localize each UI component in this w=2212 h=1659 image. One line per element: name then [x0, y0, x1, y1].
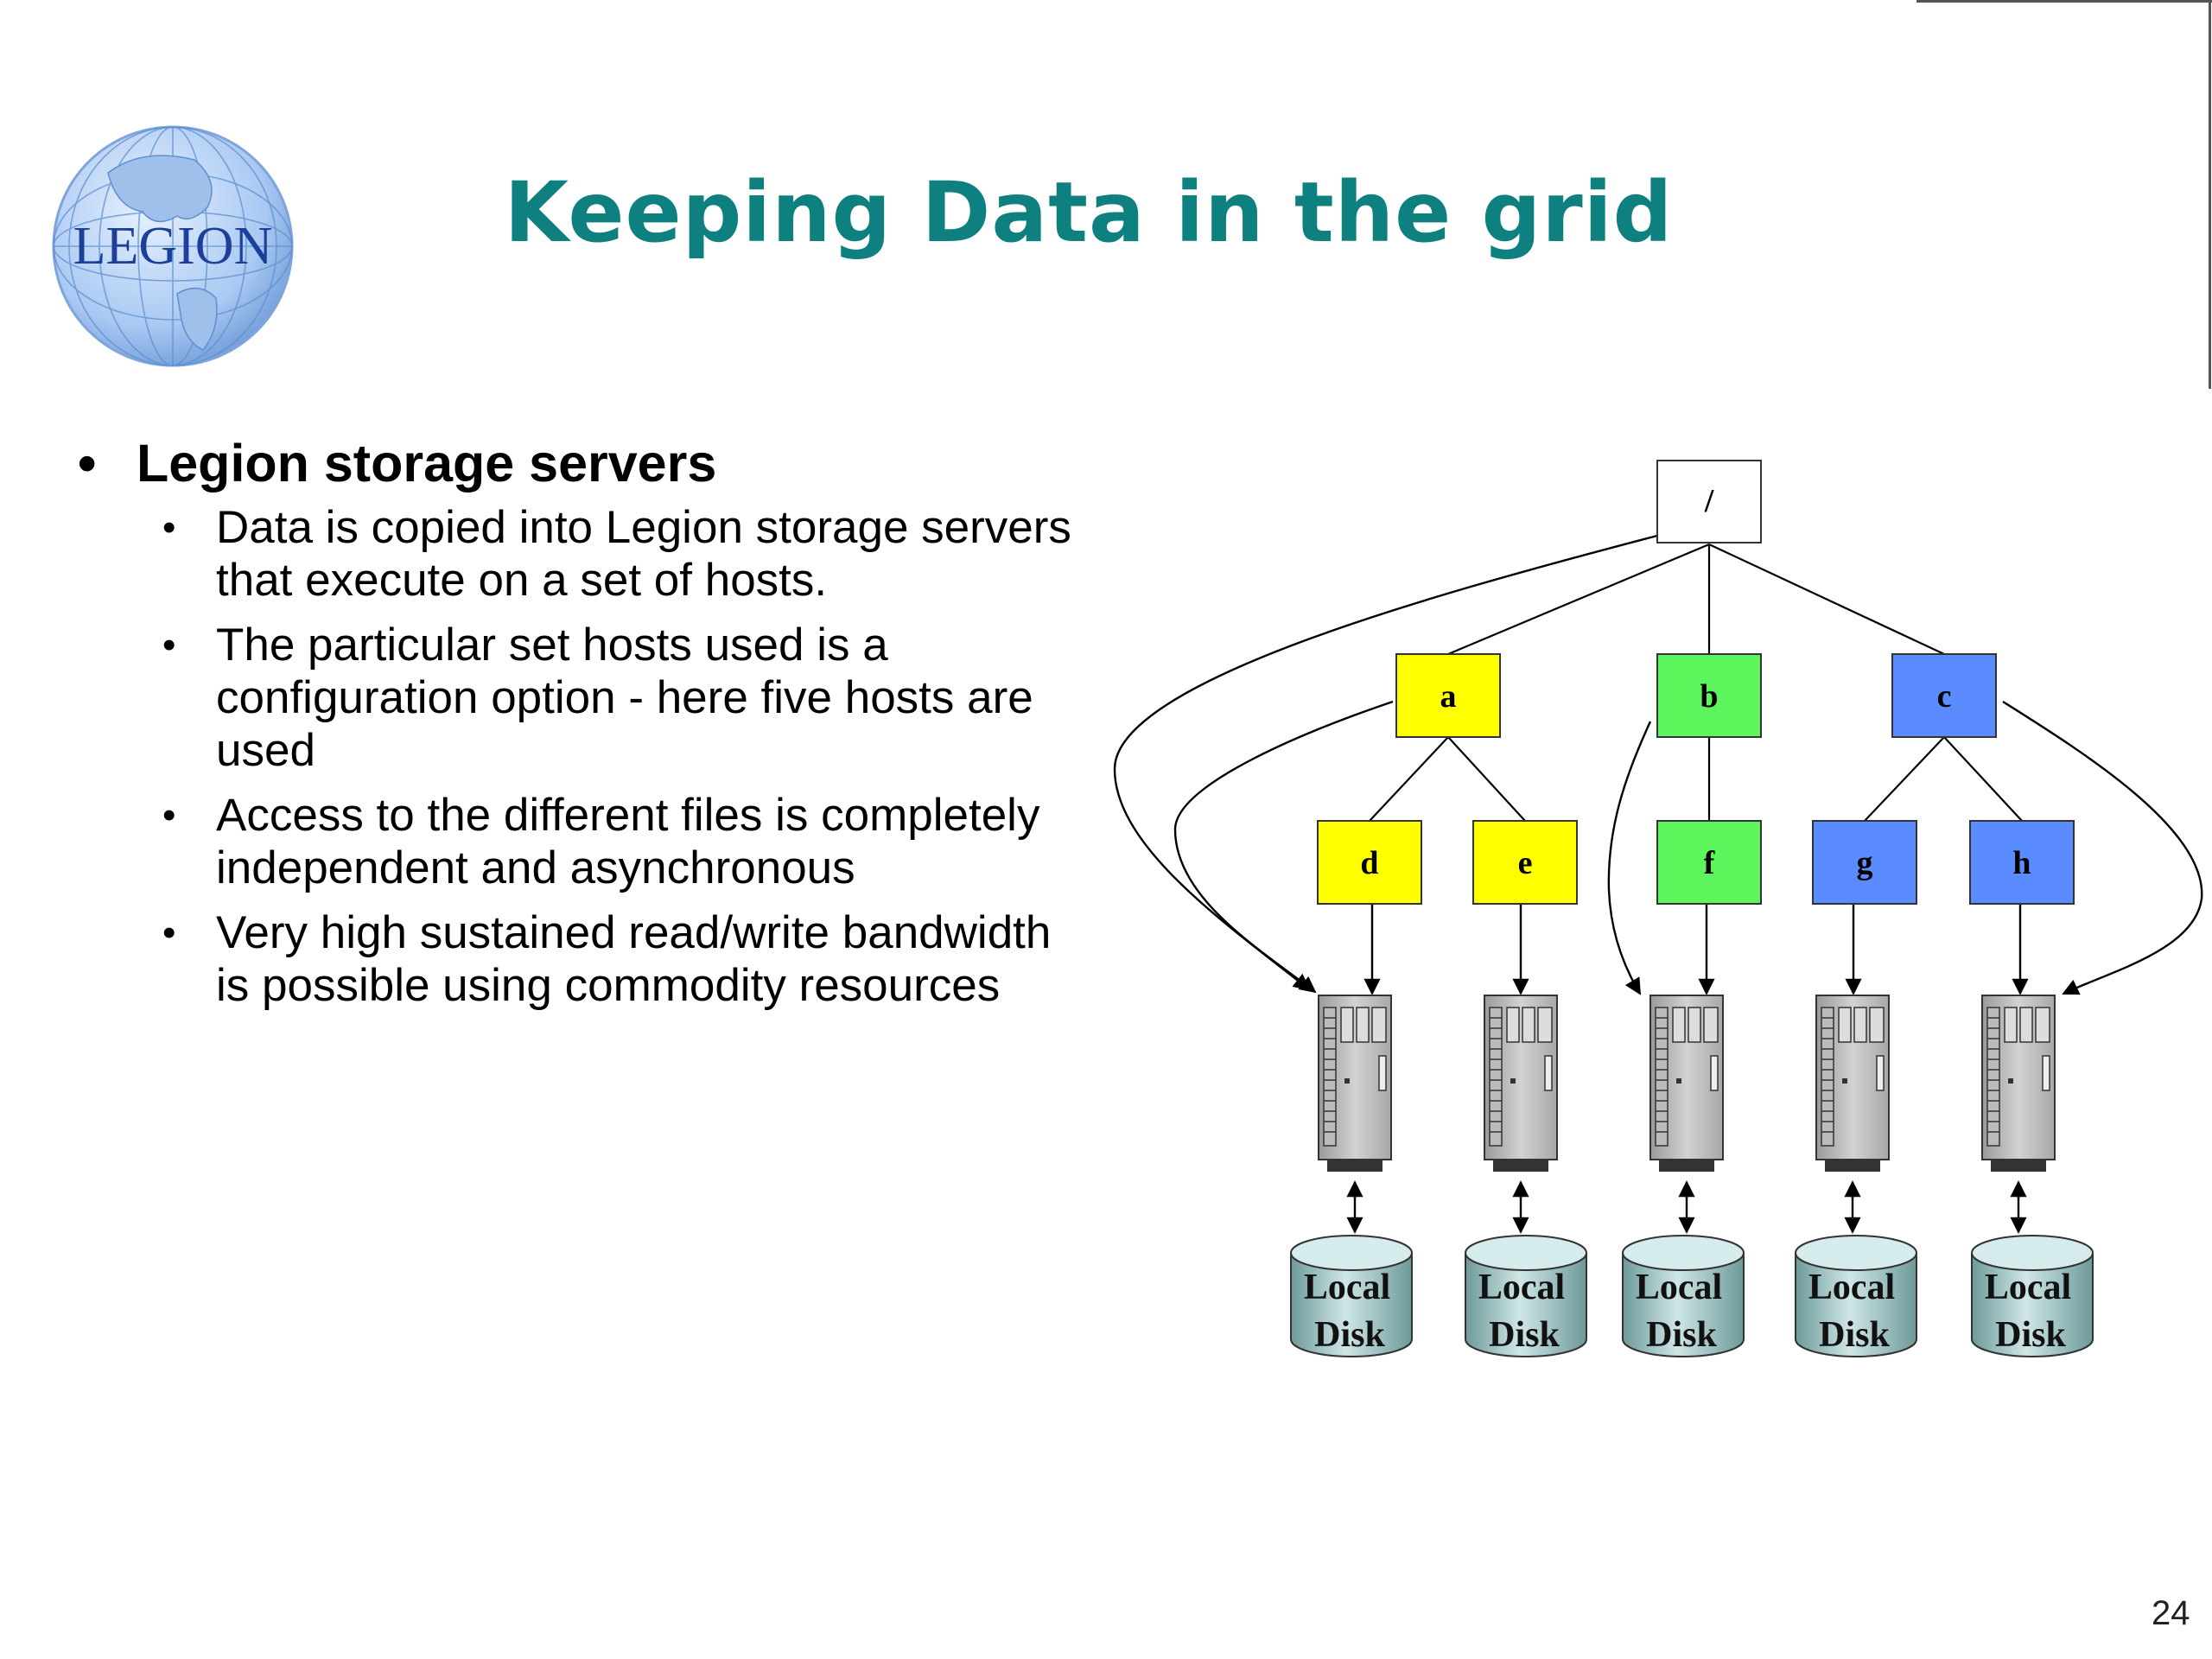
disk-label-line1: Local: [1985, 1268, 2071, 1307]
server-tower-icon: [1815, 995, 1890, 1173]
data-flow-arrows: [1113, 534, 2203, 995]
corner-border-right: [2209, 0, 2211, 389]
node-e-label: e: [1518, 845, 1533, 881]
page-number: 24: [2152, 1594, 2190, 1632]
logo-text: LEGION: [73, 217, 273, 276]
node-g-label: g: [1857, 845, 1873, 881]
sub-bullet-line: is possible using commodity resources: [216, 960, 1001, 1011]
disk-label-line1: Local: [1478, 1268, 1565, 1307]
main-bullet-text: Legion storage servers: [137, 434, 717, 493]
root-label: /: [1704, 483, 1714, 519]
legion-globe-logo: LEGION: [52, 125, 294, 367]
server-tower-icon: [1484, 995, 1558, 1173]
sub-bullet-line: Very high sustained read/write bandwidth: [216, 907, 1052, 958]
tree-node-e: [1472, 820, 1578, 905]
main-bullet: • Legion storage servers: [78, 432, 1166, 494]
tree-node-d: [1317, 820, 1422, 905]
corner-border-top: [1916, 0, 2212, 3]
tree-node-a: [1395, 653, 1501, 738]
sub-bullet-line: configuration option - here five hosts a…: [216, 672, 1033, 723]
tree-node-h: [1969, 820, 2075, 905]
disk-links: [1346, 1180, 2027, 1234]
sub-bullet-line: The particular set hosts used is a: [216, 620, 888, 671]
server-tower-icon: [1981, 995, 2056, 1173]
sub-bullet-list: •Data is copied into Legion storage serv…: [78, 501, 1166, 1012]
tree-node-c: [1891, 653, 1997, 738]
tree-node-f: [1656, 820, 1762, 905]
disk-label-line1: Local: [1304, 1268, 1390, 1307]
disk-label-line1: Local: [1636, 1268, 1722, 1307]
server-tower-icon: [1318, 995, 1392, 1173]
disk-label-line2: Disk: [1646, 1315, 1717, 1355]
sub-bullet-3: •Access to the different files is comple…: [162, 790, 1040, 893]
disk-label-line1: Local: [1808, 1268, 1895, 1307]
sub-bullet-line: that execute on a set of hosts.: [216, 555, 828, 606]
node-d-label: d: [1360, 845, 1378, 881]
tree-node-root: [1656, 460, 1762, 543]
sub-bullet-line: independent and asynchronous: [216, 842, 855, 893]
node-b-label: b: [1700, 678, 1718, 715]
disk-label-line2: Disk: [1314, 1315, 1385, 1355]
sub-bullet-line: Access to the different files is complet…: [216, 790, 1040, 841]
tree-node-g: [1812, 820, 1917, 905]
sub-bullet-1: •Data is copied into Legion storage serv…: [162, 502, 1071, 606]
disk-label-line2: Disk: [1819, 1315, 1890, 1355]
bullet-list: • Legion storage servers •Data is copied…: [78, 432, 1166, 1024]
disk-label-line2: Disk: [1995, 1315, 2066, 1355]
sub-bullet-line: Data is copied into Legion storage serve…: [216, 502, 1071, 553]
node-f-label: f: [1704, 845, 1716, 881]
node-h-label: h: [2012, 845, 2031, 881]
bullet-dot: •: [78, 434, 97, 493]
sub-bullet-line: used: [216, 725, 315, 776]
node-c-label: c: [1937, 678, 1952, 715]
tree-node-b: [1656, 653, 1762, 738]
tree-connectors: [1369, 543, 2023, 822]
disk-label-line2: Disk: [1489, 1315, 1560, 1355]
node-a-label: a: [1440, 678, 1457, 715]
sub-bullet-4: •Very high sustained read/write bandwidt…: [162, 907, 1052, 1011]
page-title: Keeping Data in the grid: [504, 164, 1674, 261]
server-tower-icon: [1649, 995, 1724, 1173]
